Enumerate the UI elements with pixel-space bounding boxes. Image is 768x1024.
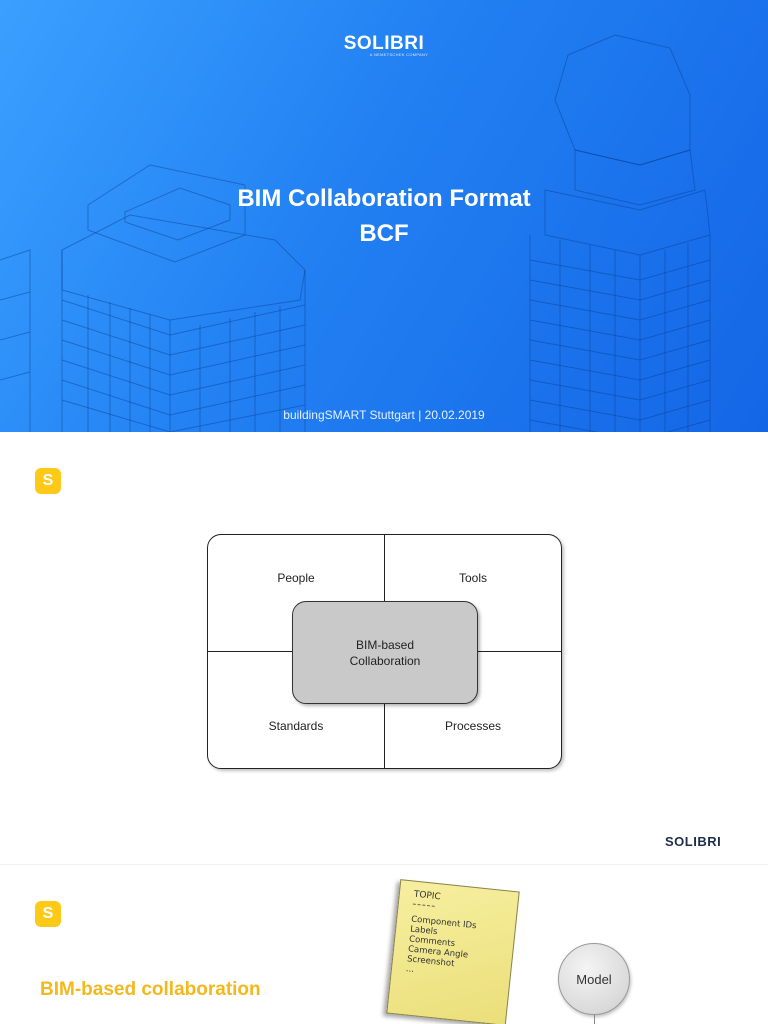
- quadrant-people: People: [277, 571, 315, 585]
- model-label: Model: [576, 971, 612, 987]
- quadrant-processes: Processes: [444, 719, 502, 733]
- solibri-logo-dark: SOLIBRI: [665, 834, 722, 849]
- center-collaboration-box: BIM-based Collaboration: [292, 601, 478, 704]
- building-wireframe-illustration: [0, 34, 711, 432]
- quadrant-standards: Standards: [268, 719, 324, 733]
- model-connector-line: [594, 1015, 595, 1024]
- slide-subtitle: BCF: [359, 220, 409, 247]
- center-label-line1: BIM-based: [355, 637, 415, 652]
- slide-title: BIM Collaboration Format: [237, 185, 531, 212]
- center-label-line2: Collaboration: [349, 653, 421, 668]
- event-footer: buildingSMART Stuttgart | 20.02.2019: [283, 408, 485, 422]
- bim-collaboration-slide: S BIM-based collaboration TOPIC Componen…: [0, 864, 768, 1024]
- solibri-s-icon: S: [35, 901, 61, 927]
- model-node: Model: [558, 943, 630, 1015]
- collaboration-diagram: People Tools Standards Processes BIM-bas…: [207, 534, 562, 769]
- quadrant-tools: Tools: [458, 571, 487, 585]
- title-slide: SOLIBRI A NEMETSCHEK COMPANY BIM Collabo…: [0, 0, 768, 432]
- solibri-logo: SOLIBRI: [343, 33, 425, 54]
- collaboration-slide: S People Tools Standards Processes BIM-b…: [0, 432, 768, 864]
- topic-sticky-note: TOPIC Component IDs Labels Comments Came…: [386, 879, 520, 1024]
- solibri-s-icon: S: [35, 468, 61, 494]
- slide-heading: BIM-based collaboration: [40, 979, 261, 1000]
- note-underline: [412, 903, 435, 907]
- logo-tagline: A NEMETSCHEK COMPANY: [369, 52, 429, 57]
